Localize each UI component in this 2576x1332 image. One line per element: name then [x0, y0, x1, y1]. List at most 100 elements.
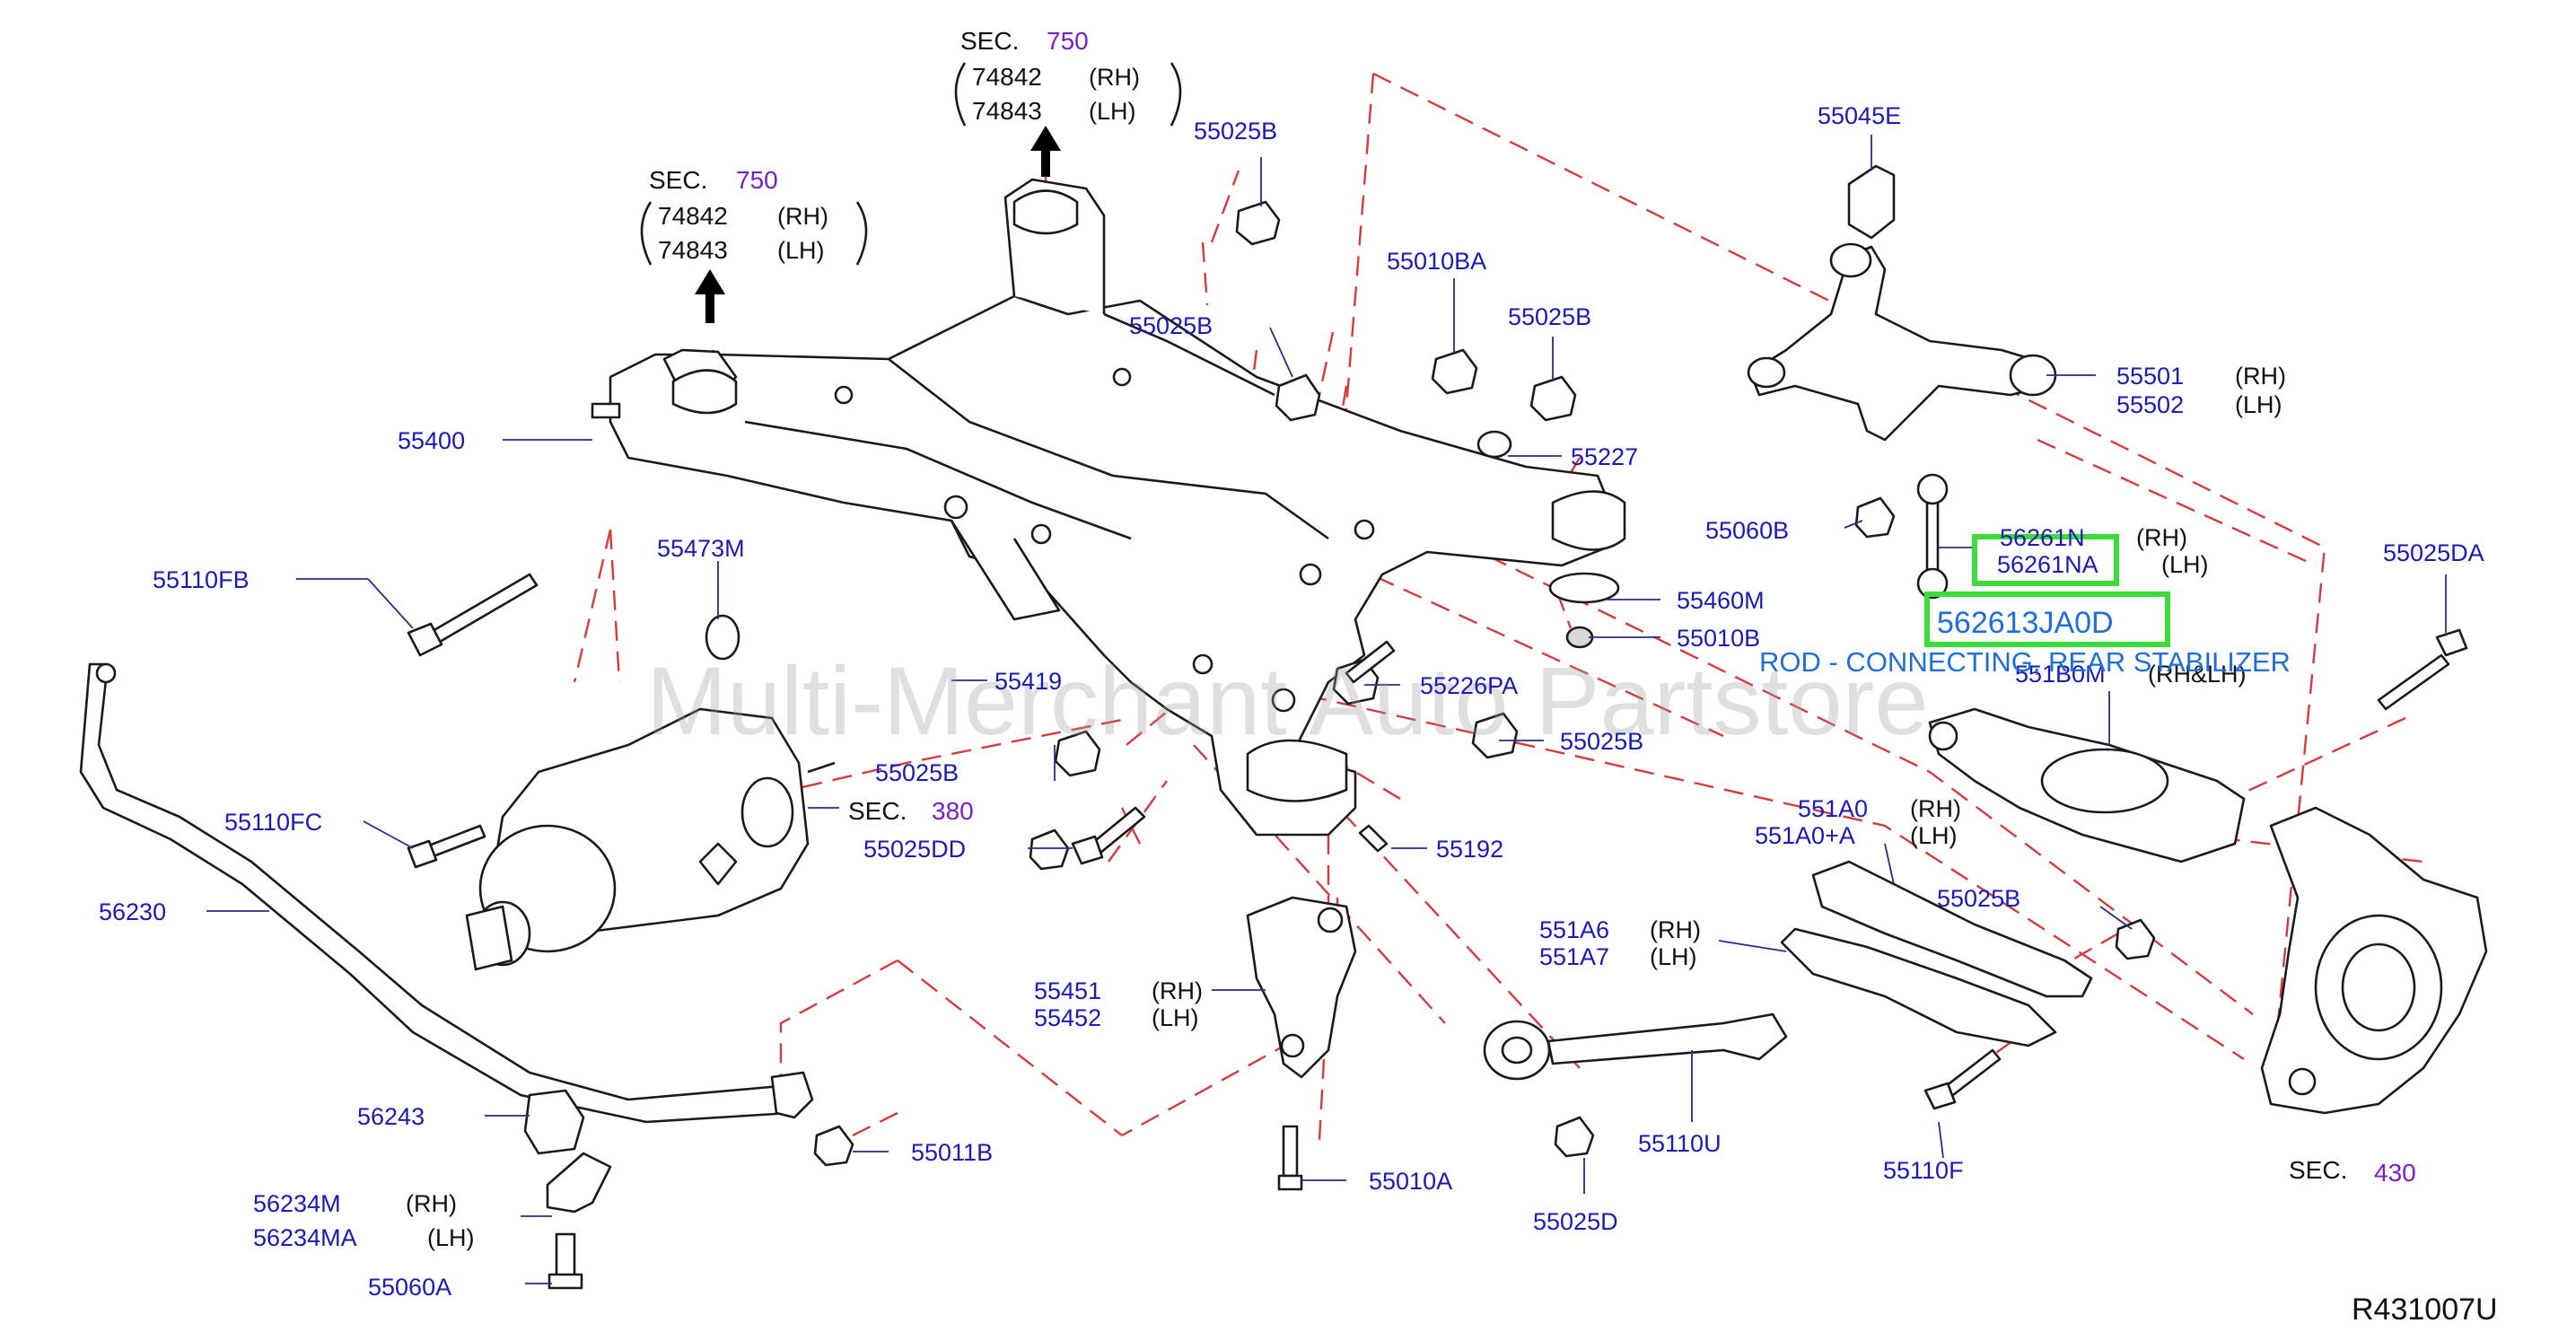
part-label[interactable]: 551A6 [1539, 916, 1609, 943]
part-label[interactable]: 551A0+A [1755, 822, 1855, 849]
part-label[interactable]: 56234M [253, 1190, 341, 1217]
washer-icon [705, 614, 740, 661]
nut-icon [1529, 375, 1577, 422]
part-label[interactable]: 55060A [368, 1274, 451, 1301]
part-label[interactable]: 55110U [1638, 1130, 1722, 1157]
part-label[interactable]: 55110F [1883, 1157, 1964, 1184]
bolts [407, 573, 2468, 1290]
bolt-icon [420, 573, 539, 650]
nut-icon [1431, 348, 1478, 395]
part-label[interactable]: 55025B [1937, 885, 2020, 912]
sec-750-arrows [695, 126, 1061, 323]
part-label[interactable]: 55025B [875, 759, 959, 786]
bolt-icon [1277, 1174, 1303, 1191]
leader-lines [206, 135, 2447, 1284]
part-label[interactable]: 55025D [1533, 1208, 1618, 1235]
part-label[interactable]: 551A7 [1539, 943, 1609, 970]
assembly-lines [542, 72, 2424, 1142]
part-label[interactable]: 55060B [1705, 517, 1789, 544]
part-label[interactable]: 55227 [1571, 443, 1638, 470]
part-label[interactable]: 55010B [1677, 625, 1760, 652]
sec-label: SEC. [960, 27, 1019, 55]
bushing-55045e [1847, 164, 1896, 240]
part-label[interactable]: 55010BA [1387, 248, 1486, 275]
part-label[interactable]: 55473M [657, 535, 745, 562]
sec-part: 74842 [658, 202, 728, 230]
bushing-icon [1548, 572, 1620, 604]
nut-icon [1471, 712, 1519, 759]
rear-stabilizer-bar [79, 662, 814, 1124]
stabilizer-bushing [523, 1089, 585, 1155]
part-label[interactable]: 55010A [1369, 1168, 1452, 1195]
part-labels: 55025B 55010BA 55025B 55025B 55227 55400… [99, 102, 2484, 1301]
part-label[interactable]: 56261N [2000, 524, 2085, 551]
part-label[interactable]: 55025DD [863, 836, 966, 863]
part-label[interactable]: 55452 [1034, 1004, 1101, 1031]
bolt-icon [555, 1232, 576, 1281]
part-label[interactable]: 55045E [1818, 102, 1901, 129]
rear-knuckle [2260, 806, 2488, 1115]
bolt-icon [2435, 628, 2468, 657]
part-label[interactable]: 55226PA [1420, 672, 1518, 699]
bolt-icon [1358, 824, 1389, 853]
sec-part: 74842 [972, 63, 1042, 91]
part-side: (LH) [1910, 822, 1958, 849]
part-label[interactable]: 55025B [1508, 303, 1591, 330]
member-assembly [1246, 896, 1357, 1079]
highlight-box-56261na [1972, 534, 2119, 586]
sec-side: (RH) [1089, 64, 1140, 91]
part-label[interactable]: 55025B [1129, 312, 1213, 339]
fasteners [705, 200, 2156, 1167]
lower-link [1928, 707, 2246, 863]
part-label[interactable]: 55400 [398, 427, 465, 454]
nut-icon [1565, 626, 1594, 649]
part-label[interactable]: 55110FC [224, 809, 322, 836]
sec-750-left: SEC. 750 74842 (RH) 74843 (LH) [640, 166, 868, 266]
sec-number[interactable]: 380 [932, 797, 974, 825]
sec-number[interactable]: 430 [2374, 1159, 2416, 1187]
part-side: (RH) [406, 1190, 457, 1217]
nut-icon [1275, 373, 1321, 422]
part-label[interactable]: 551A0 [1798, 795, 1868, 822]
part-side: (LH) [2235, 391, 2282, 418]
part-label[interactable]: 55460M [1677, 587, 1765, 614]
part-label[interactable]: 55110FB [153, 566, 250, 593]
bolt-icon [1923, 1082, 1957, 1110]
part-label[interactable]: 55025B [1560, 728, 1643, 755]
part-label[interactable]: 56243 [357, 1103, 425, 1130]
sec-part: 74843 [972, 97, 1042, 125]
sec-number[interactable]: 750 [1047, 27, 1089, 55]
highlight-box-562613ja0d [1924, 592, 2170, 647]
part-label[interactable]: 55025DA [2383, 539, 2484, 566]
part-side: (LH) [1650, 943, 1697, 970]
bolt-icon [548, 1273, 583, 1290]
part-label[interactable]: 55501 [2116, 363, 2184, 390]
nut-icon [2115, 918, 2156, 960]
rear-suspension-subframe [591, 178, 1626, 837]
sec-label: SEC. [2289, 1156, 2347, 1184]
part-label[interactable]: 56230 [99, 898, 166, 925]
part-label[interactable]: 55451 [1034, 977, 1101, 1004]
part-label[interactable]: 551B0M [2015, 661, 2106, 688]
bolt-icon [2377, 653, 2450, 711]
lateral-rod [1483, 1012, 1788, 1081]
part-label[interactable]: 55011B [911, 1139, 993, 1166]
lower-control-arm [1780, 927, 2057, 1047]
highlighted-part-number[interactable]: 562613JA0D [1937, 606, 2114, 640]
part-label[interactable]: 55419 [994, 668, 1062, 695]
nut-icon [1854, 496, 1896, 539]
part-label[interactable]: 55025B [1194, 118, 1277, 145]
sec-number[interactable]: 750 [736, 166, 778, 194]
part-label[interactable]: 56234MA [253, 1224, 357, 1251]
part-side: (RH) [1152, 977, 1203, 1004]
nut-icon [1054, 730, 1101, 777]
part-label[interactable]: 55192 [1436, 836, 1503, 863]
part-label[interactable]: 55502 [2116, 391, 2184, 418]
parts [79, 126, 2488, 1290]
sec-label: SEC. [848, 797, 907, 825]
bolt-icon [407, 839, 438, 869]
part-label[interactable]: 56261NA [1997, 551, 2098, 578]
part-side: (RH&LH) [2148, 661, 2247, 688]
sec-side: (LH) [1089, 98, 1136, 125]
